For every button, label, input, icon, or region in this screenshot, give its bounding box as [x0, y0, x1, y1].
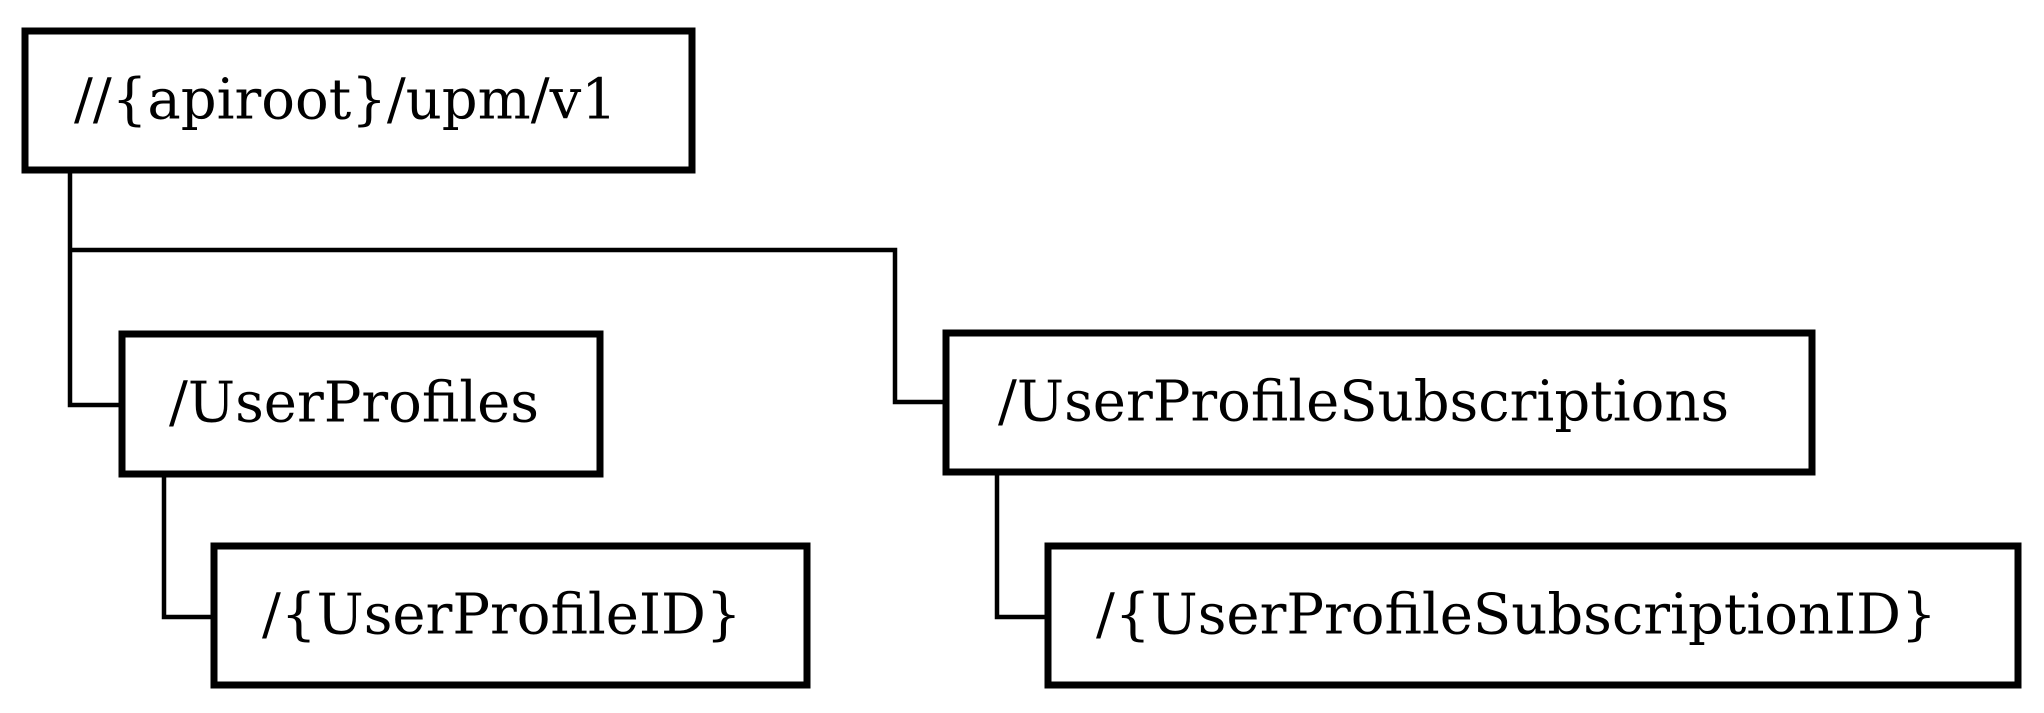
- node-user-profile-subscription-id-box: [1044, 542, 2022, 689]
- node-user-profile-subscription-id-label: /{UserProfileSubscriptionID}: [1096, 583, 1937, 648]
- node-root-box: [21, 27, 696, 174]
- node-user-profile-subscriptions-label: /UserProfileSubscriptions: [998, 370, 1729, 435]
- node-user-profile-subscriptions-box: [942, 329, 1816, 476]
- connector-subscriptions-to-subscriptionid: [994, 475, 1048, 620]
- node-root-label: //{apiroot}/upm/v1: [74, 68, 617, 133]
- node-user-profile-id-box: [210, 542, 811, 689]
- node-user-profiles[interactable]: /UserProfiles: [118, 330, 604, 478]
- connector-root-to-userprofiles: [67, 170, 122, 408]
- node-user-profiles-label: /UserProfiles: [169, 371, 539, 436]
- connector-userprofiles-to-userprofileid: [161, 475, 214, 620]
- node-user-profile-id-label: /{UserProfileID}: [262, 583, 742, 648]
- node-user-profile-id[interactable]: /{UserProfileID}: [210, 542, 811, 689]
- node-user-profile-subscription-id[interactable]: /{UserProfileSubscriptionID}: [1044, 542, 2022, 689]
- node-root[interactable]: //{apiroot}/upm/v1: [21, 27, 696, 174]
- connector-root-to-userprofilesubscriptions: [70, 247, 946, 405]
- node-user-profiles-box: [118, 330, 604, 478]
- node-user-profile-subscriptions[interactable]: /UserProfileSubscriptions: [942, 329, 1816, 476]
